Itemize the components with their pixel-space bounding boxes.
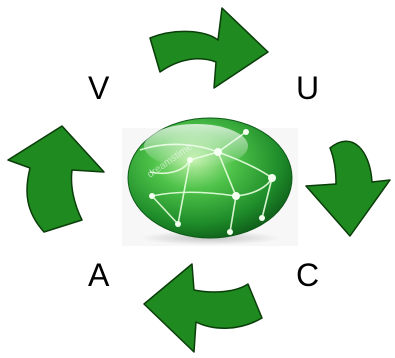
arrow-right-icon xyxy=(306,141,390,236)
label-v: V xyxy=(88,72,109,104)
label-a: A xyxy=(88,259,109,291)
arrow-left-icon xyxy=(8,126,104,232)
arrow-bottom-icon xyxy=(144,264,262,352)
label-c: C xyxy=(296,259,319,291)
arrow-top-icon xyxy=(150,8,268,88)
label-u: U xyxy=(296,72,319,104)
